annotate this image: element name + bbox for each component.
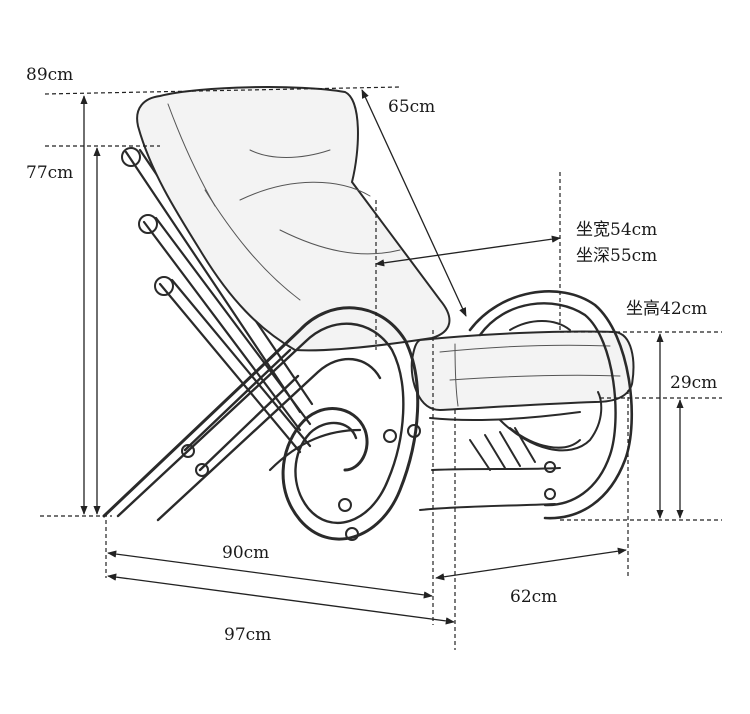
seat-height-label: 坐高42cm [626, 299, 707, 319]
back-cushion [136, 86, 451, 352]
base-length-label: 90cm [222, 543, 269, 563]
rear-scroll-frame [419, 290, 634, 520]
depth-arrow [435, 547, 627, 581]
back-height-label: 77cm [26, 163, 73, 183]
seat-width-label: 坐宽54cm [576, 220, 657, 240]
seat-depth-label: 坐深55cm [576, 246, 657, 266]
armrest-height-label: 29cm [670, 373, 717, 393]
chair-drawing [102, 86, 635, 541]
back-length-arrow [361, 89, 467, 317]
dimension-lines [40, 86, 722, 650]
seat-width-arrow [375, 235, 561, 267]
front-scroll-frame [102, 306, 421, 541]
total-height-label: 89cm [26, 65, 73, 85]
dimension-labels: 89cm 77cm 65cm 坐宽54cm 坐深55cm 坐高42cm 29cm… [26, 65, 717, 645]
back-length-label: 65cm [388, 97, 435, 117]
seat-cushion [410, 330, 635, 412]
base-length-arrow [107, 550, 433, 599]
total-length-label: 97cm [224, 625, 271, 645]
depth-label: 62cm [510, 587, 557, 607]
total-length-arrow [107, 573, 455, 625]
